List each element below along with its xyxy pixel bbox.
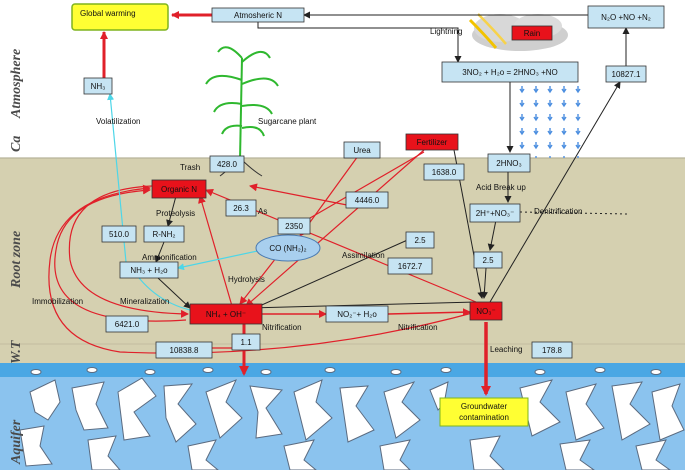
zone-label-atmosphere: Atmosphere <box>9 49 24 119</box>
aquifer-rocks <box>19 367 685 470</box>
zone-label-aquifer: Aquifer <box>9 419 24 465</box>
immobilization-label: Immobilization <box>32 297 83 306</box>
fertilizer-label: Fertilizer <box>417 138 448 147</box>
hydrolysis-label: Hydrolysis <box>228 275 265 284</box>
value-2-5b-box <box>473 251 503 269</box>
rain-label: Rain <box>524 29 540 38</box>
zone-label-root-zone: Root zone <box>9 231 24 289</box>
rnh2-label: R-NH₂ <box>152 230 175 239</box>
h-no3-box <box>469 203 521 223</box>
value-10827-box <box>605 65 647 83</box>
value-2-5b: 2.5 <box>482 256 494 265</box>
acid-breakup-label: Acid Break up <box>476 183 526 192</box>
hno3-label: 2HNO₃ <box>496 159 521 168</box>
mineralization-label: Mineralization <box>120 297 169 306</box>
proteolysis-label: Proteolysis <box>156 209 195 218</box>
urea-box <box>343 141 381 159</box>
value-1-1-box <box>231 333 261 351</box>
value-428-box <box>209 155 245 173</box>
nitrification-label-2: Nitrification <box>398 323 438 332</box>
value-1672-box <box>387 257 433 275</box>
groundwater-box <box>439 397 529 427</box>
ammonification-label: Ammonification <box>142 253 197 262</box>
co-nh2-label: CO (NH₂)₂ <box>269 244 306 253</box>
no2-h2o-label: NO₂⁻+ H₂o <box>337 310 377 319</box>
root-zone-band <box>0 158 685 363</box>
lightning-equation-box <box>441 61 579 83</box>
urea-compound-ellipse <box>255 234 321 262</box>
sugarcane-plant-icon <box>205 46 279 177</box>
value-26-3-box <box>225 199 257 217</box>
nh4-oh-box <box>189 303 263 325</box>
global-warming-box <box>71 3 169 31</box>
nh3-h2o-box <box>119 261 179 279</box>
groundwater-label-line1: Groundwater <box>461 402 508 411</box>
urea-label: Urea <box>353 146 371 155</box>
rain-drops <box>515 82 581 158</box>
value-1638: 1638.0 <box>432 168 457 177</box>
value-10838: 10838.8 <box>170 346 199 355</box>
nitrification-label-1: Nitrification <box>262 323 302 332</box>
lightning-label: Lightning <box>430 27 462 36</box>
organic-n-box <box>151 179 207 199</box>
value-1672: 1672.7 <box>398 262 423 271</box>
nh3-h2o-label: NH₃ + H₂o <box>130 266 168 275</box>
value-26-3: 26.3 <box>233 204 249 213</box>
value-2-5a-box <box>405 231 435 249</box>
lightning-equation-label: 3NO₂ + H₂o = 2HNO₃ +NO <box>462 68 558 77</box>
h-no3-label: 2H⁺+NO₃⁻ <box>476 209 515 218</box>
leaching-label: Leaching <box>490 345 522 354</box>
rnh2-box <box>143 225 185 243</box>
volatilization-label: Volatilization <box>96 117 140 126</box>
value-178-box <box>531 341 573 359</box>
value-510: 510.0 <box>109 230 130 239</box>
no2-h2o-box <box>325 305 389 323</box>
assimilation-short-label: As <box>258 207 267 216</box>
nh4-oh-label: NH₄ + OH⁻ <box>206 310 246 319</box>
value-510-box <box>101 225 137 243</box>
value-1638-box <box>423 163 465 181</box>
zone-label-ca: Ca <box>9 136 24 152</box>
value-428: 428.0 <box>217 160 238 169</box>
denitrification-label: Denitrification <box>534 207 582 216</box>
trash-label: Trash <box>180 163 200 172</box>
assimilation-label: Assimilation <box>342 251 385 260</box>
value-4446-box <box>345 191 389 209</box>
n2o-no-n2-box <box>587 5 665 29</box>
value-178: 178.8 <box>542 346 563 355</box>
atmospheric-n-box <box>211 7 305 23</box>
value-10827: 10827.1 <box>612 70 641 79</box>
no3-label: NO₃⁻ <box>476 307 495 316</box>
sugarcane-label: Sugarcane plant <box>258 117 317 126</box>
zone-label-wt: W.T <box>9 339 24 364</box>
value-2350-box <box>277 217 311 235</box>
value-6421: 6421.0 <box>115 320 140 329</box>
rain-box <box>511 25 553 41</box>
value-10838-box <box>155 341 213 359</box>
atmospheric-n-label: Atmosheric N <box>234 11 282 20</box>
no3-box <box>469 301 503 321</box>
global-warming-label: Global warming <box>80 9 136 18</box>
value-2-5a: 2.5 <box>414 236 426 245</box>
hno3-box <box>487 153 531 173</box>
nh3-box <box>83 77 113 95</box>
value-1-1: 1.1 <box>240 338 252 347</box>
nh3-label: NH₃ <box>91 82 106 91</box>
value-4446: 4446.0 <box>355 196 380 205</box>
organic-n-label: Organic N <box>161 185 197 194</box>
n2o-no-n2-label: N₂O +NO +N₂ <box>601 13 651 22</box>
value-6421-box <box>105 315 149 333</box>
value-2350: 2350 <box>285 222 303 231</box>
groundwater-label-line2: contamination <box>459 413 509 422</box>
fertilizer-box <box>405 133 459 151</box>
